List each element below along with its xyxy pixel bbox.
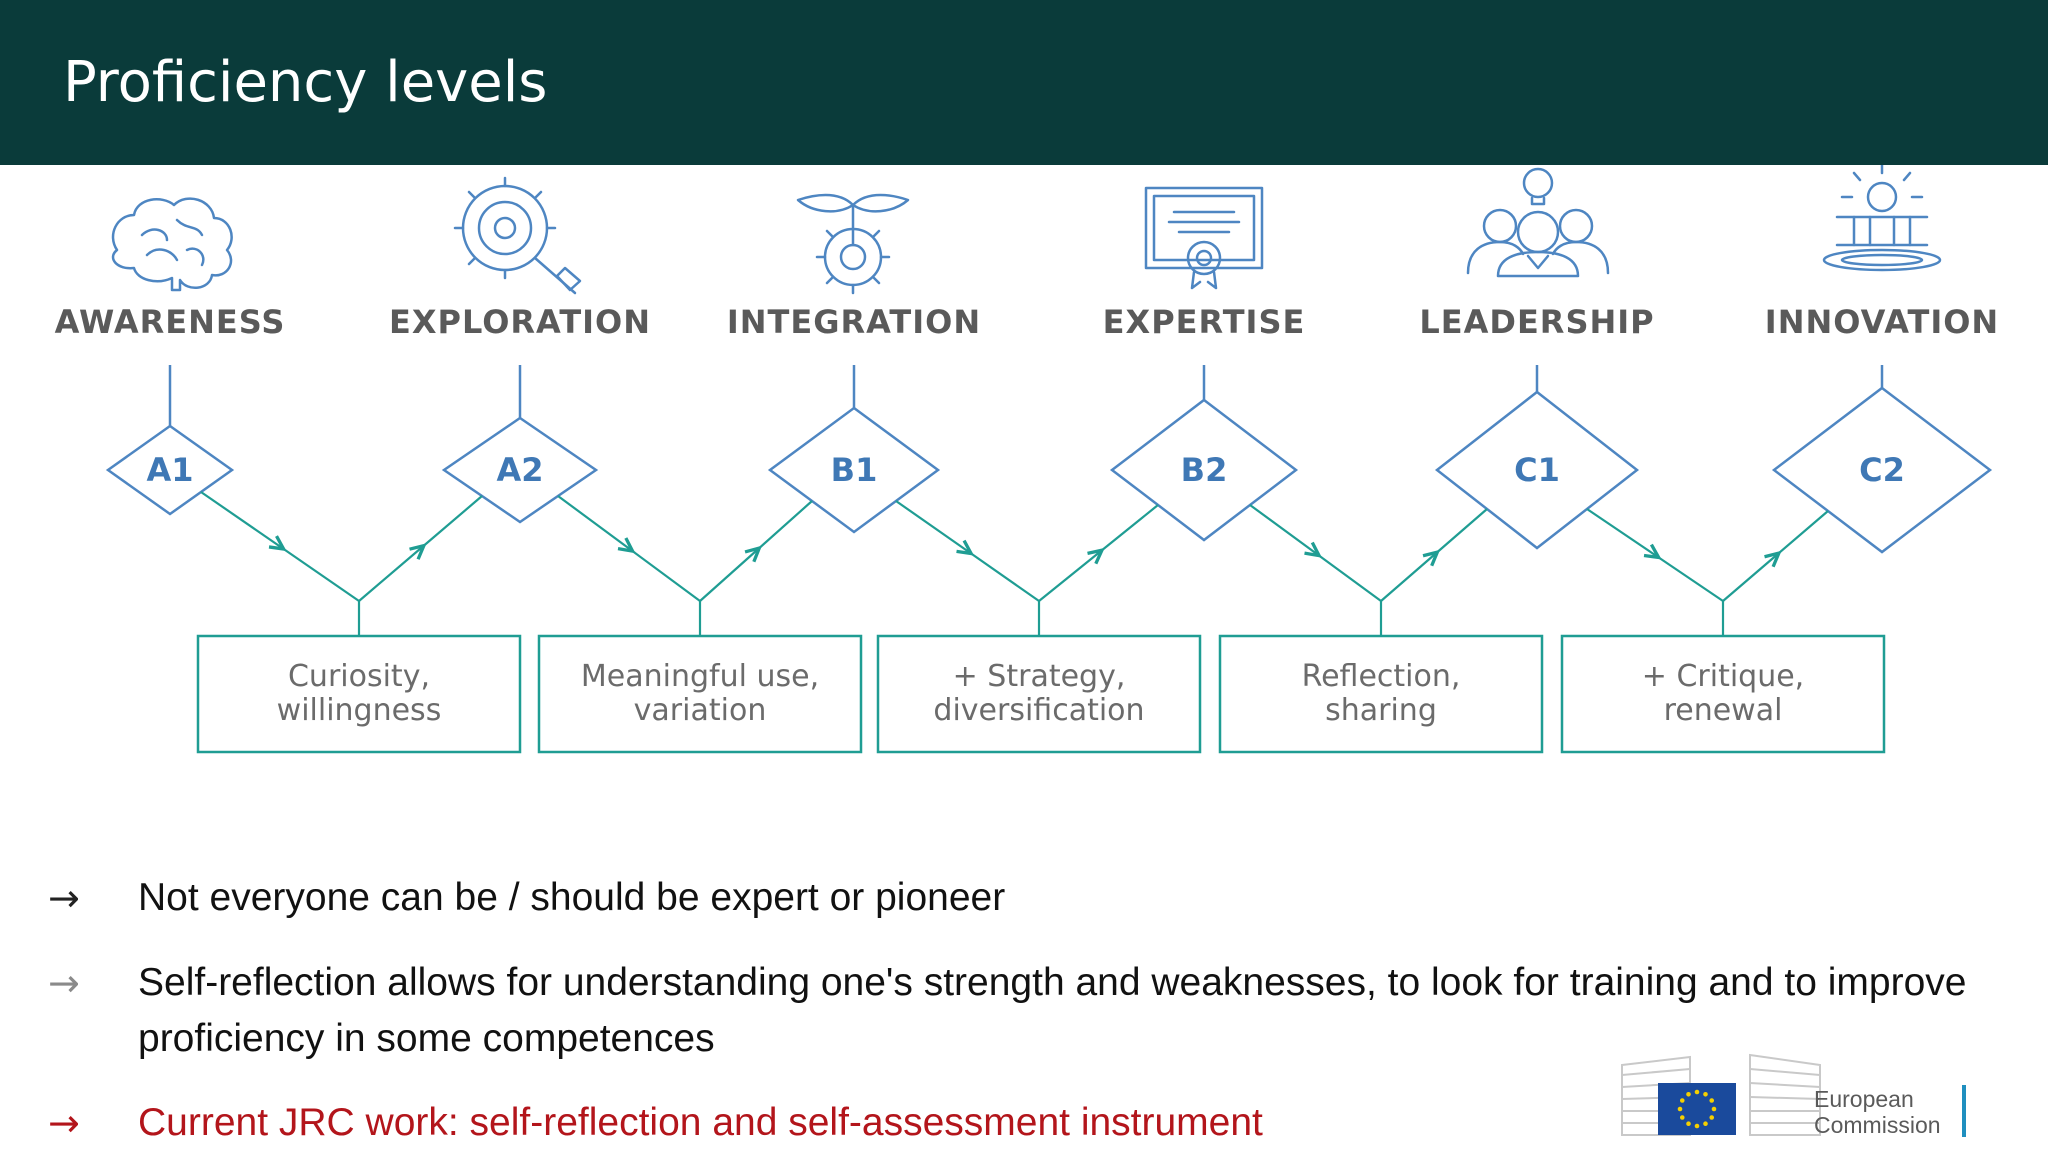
bullet-item: → Current JRC work: self-reflection and … bbox=[48, 1095, 2048, 1151]
logo-line1: European bbox=[1814, 1086, 1914, 1112]
eu-star-icon bbox=[1686, 1121, 1691, 1127]
transition-text-line2: willingness bbox=[277, 693, 442, 728]
arrow-icon: → bbox=[48, 876, 80, 920]
transition-box bbox=[1218, 634, 1544, 754]
logo-accent-bar bbox=[1962, 1085, 1966, 1137]
certificate-icon bbox=[1144, 186, 1264, 290]
logo-line2: Commission bbox=[1814, 1112, 1941, 1138]
brain-icon bbox=[111, 197, 233, 292]
transition-text-line1: + Critique, bbox=[1642, 659, 1804, 694]
transition-arrow-down bbox=[1586, 508, 1724, 602]
eu-star-icon bbox=[1709, 1115, 1715, 1120]
eu-star-icon bbox=[1711, 1106, 1717, 1112]
bullet-item: → Not everyone can be / should be expert… bbox=[48, 870, 2048, 926]
eu-star-icon bbox=[1679, 1098, 1685, 1103]
transition-arrow-down bbox=[557, 495, 701, 602]
bullet-item: → Self-reflection allows for understandi… bbox=[48, 955, 2048, 1067]
level-code-a2: A2 bbox=[496, 451, 543, 489]
eu-star-icon bbox=[1703, 1121, 1708, 1127]
transition-arrow-down bbox=[895, 500, 1040, 602]
transition-text-line2: diversification bbox=[933, 693, 1144, 728]
level-name-leadership: LEADERSHIP bbox=[1419, 303, 1654, 341]
level-code-a1: A1 bbox=[146, 451, 193, 489]
level-code-b1: B1 bbox=[831, 451, 878, 489]
transition-text-line1: + Strategy, bbox=[953, 659, 1126, 694]
arrow-icon: → bbox=[48, 961, 80, 1005]
level-code-b2: B2 bbox=[1181, 451, 1228, 489]
eu-star-icon bbox=[1679, 1115, 1685, 1120]
lightbulb-pedestal-icon bbox=[1822, 165, 1942, 272]
arrow-icon: → bbox=[48, 1101, 80, 1145]
gear-magnifier-icon bbox=[453, 176, 582, 295]
transition-arrow-up bbox=[358, 495, 483, 602]
transition-arrow-up bbox=[1380, 508, 1488, 602]
team-lightbulb-icon bbox=[1466, 167, 1610, 278]
transition-arrow-up bbox=[699, 500, 813, 602]
slide-header: Proficiency levels bbox=[0, 0, 2048, 165]
eu-star-icon bbox=[1686, 1091, 1691, 1097]
sprout-gear-icon bbox=[796, 193, 910, 295]
transition-text-line2: sharing bbox=[1325, 693, 1437, 728]
proficiency-diagram: AWARENESS A1 EXPLORATION A2 INTEGRATION B1 EXP… bbox=[55, 165, 1999, 754]
level-code-c2: C2 bbox=[1859, 451, 1905, 489]
bullet-text: Self-reflection allows for understanding… bbox=[138, 961, 1967, 1060]
level-name-exploration: EXPLORATION bbox=[389, 303, 651, 341]
transition-arrow-down bbox=[200, 491, 360, 602]
level-name-awareness: AWARENESS bbox=[55, 303, 286, 341]
transition-box bbox=[876, 634, 1202, 754]
transition-text-line1: Meaningful use, bbox=[581, 659, 819, 694]
transition-text-line2: variation bbox=[634, 693, 767, 728]
transition-text-line1: Reflection, bbox=[1302, 659, 1461, 694]
level-name-expertise: EXPERTISE bbox=[1103, 303, 1306, 341]
european-commission-logo: European Commission bbox=[1621, 1053, 1966, 1138]
transition-text-line2: renewal bbox=[1664, 693, 1783, 728]
level-name-integration: INTEGRATION bbox=[727, 303, 981, 341]
transition-arrow-up bbox=[1038, 504, 1159, 602]
eu-star-icon bbox=[1677, 1106, 1683, 1112]
level-name-innovation: INNOVATION bbox=[1765, 303, 1999, 341]
bullet-text: Current JRC work: self-reflection and se… bbox=[138, 1101, 1263, 1144]
transition-arrow-down bbox=[1249, 504, 1382, 602]
bullet-text: Not everyone can be / should be expert o… bbox=[138, 876, 1006, 919]
eu-star-icon bbox=[1703, 1091, 1708, 1097]
level-code-c1: C1 bbox=[1514, 451, 1560, 489]
transition-text-line1: Curiosity, bbox=[288, 659, 430, 694]
transition-box bbox=[196, 634, 522, 754]
transition-box bbox=[1560, 634, 1886, 754]
eu-star-icon bbox=[1694, 1089, 1700, 1095]
page-title: Proficiency levels bbox=[63, 50, 548, 115]
eu-star-icon bbox=[1694, 1123, 1700, 1129]
transition-arrow-up bbox=[1722, 510, 1829, 602]
transition-box bbox=[537, 634, 863, 754]
eu-star-icon bbox=[1709, 1098, 1715, 1103]
